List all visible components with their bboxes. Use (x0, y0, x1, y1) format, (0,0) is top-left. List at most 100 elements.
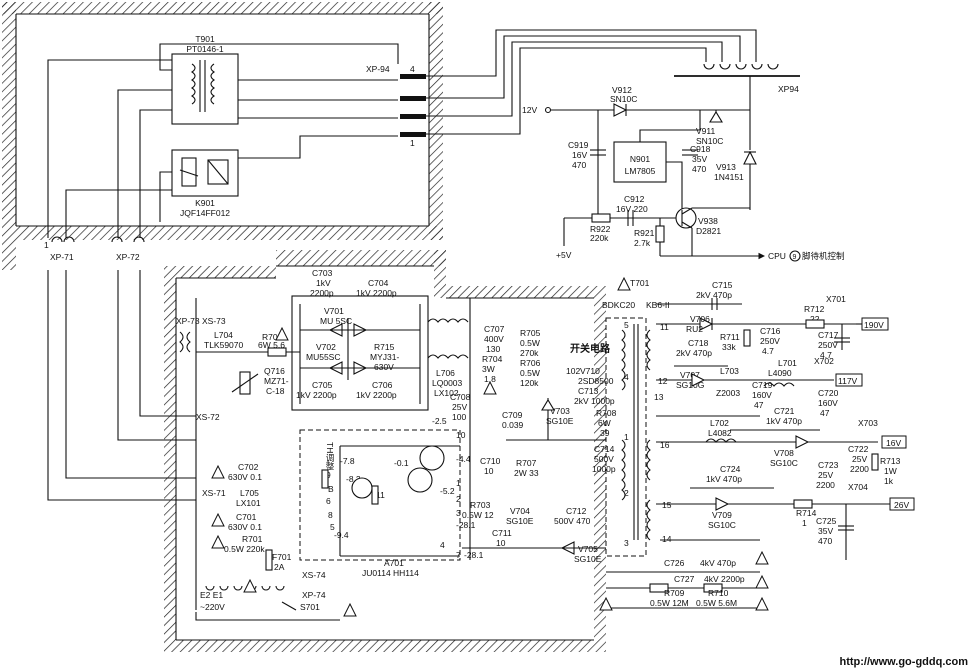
xp73-label: XP-73 (176, 316, 200, 326)
v702-part: MU55SC (306, 352, 340, 362)
r705-val: 270k (520, 348, 539, 358)
c703-volt: 1kV (316, 278, 331, 288)
l703-part: Z2003 (716, 388, 740, 398)
c716-volt: 250V (760, 336, 780, 346)
r714-ref: R714 (796, 508, 817, 518)
ic-volt-1: -2.5 (432, 416, 447, 426)
t701-part2: KB6-II (646, 300, 670, 310)
r712-val: 22 (810, 314, 820, 324)
x704-label: X704 (848, 482, 868, 492)
r704-val: 1.8 (484, 374, 496, 384)
r706-val: 120k (520, 378, 539, 388)
sec-pin-13: 13 (654, 392, 664, 402)
v938-ref: V938 (698, 216, 718, 226)
warning-icon (343, 602, 357, 617)
warning-icon (211, 464, 225, 479)
c722-volt: 25V (852, 454, 867, 464)
secondary-circuit: T701 BDKC20 KB6-II 5 4 1 2 3 11 13 12 16… (602, 278, 915, 609)
r708-val: 39 (600, 428, 610, 438)
xp94-label: XP-94 (366, 64, 390, 74)
c701-val: 630V 0.1 (228, 522, 262, 532)
x701-label: X701 (826, 294, 846, 304)
upper-wiring: XP-94 4 1 1 XP-71 XP-72 (44, 29, 757, 262)
out-190v: 190V (864, 320, 884, 330)
v709-part: SG10C (708, 520, 736, 530)
r713-ref: R713 (880, 456, 901, 466)
c727-ref: C727 (674, 574, 695, 584)
sec-pin-15: 15 (662, 500, 672, 510)
ic-pin-5: 5 (330, 522, 335, 532)
v710-part: 2SD8500 (578, 376, 614, 386)
c918-ref: C918 (690, 144, 711, 154)
c912-ref: C912 (624, 194, 645, 204)
c717-val: 4.7 (820, 350, 832, 360)
a701-dashed-box (299, 429, 461, 561)
c703-val: 2200p (310, 288, 334, 298)
r710-val: 0.5W 5.6M (696, 598, 737, 608)
c912-val: 16V 220 (616, 204, 648, 214)
l703-ref: L703 (720, 366, 739, 376)
ic-volt-4: -7.8 (340, 456, 355, 466)
x703-label: X703 (858, 418, 878, 428)
c708-val: 100 (452, 412, 466, 422)
t701-part1: BDKC20 (602, 300, 635, 310)
e2e1-label: E2 E1 (200, 590, 223, 600)
v704-ref: V704 (510, 506, 530, 516)
c719-ref: C719 (752, 380, 773, 390)
xp94-right-label: XP94 (778, 84, 799, 94)
c710-val: 10 (484, 466, 494, 476)
c714-val: 1000p (592, 464, 616, 474)
c717-ref: C717 (818, 330, 839, 340)
ic-pin-2: 2 (456, 494, 461, 504)
r711-val: 33k (722, 342, 736, 352)
out-26v: 26V (894, 500, 909, 510)
standby-circuit: XP94 12V V912 SN10C C919 16V 470 N901 LM… (522, 63, 845, 262)
c705-ref: C705 (312, 380, 333, 390)
c705-val: 1kV 2200p (296, 390, 337, 400)
t701-pin1: 1 (624, 432, 629, 442)
v938-transistor (675, 207, 697, 229)
c719-volt: 160V (752, 390, 772, 400)
v912-part: SN10C (610, 94, 637, 104)
supply-12v: 12V (522, 105, 537, 115)
r715-part: MYJ31- (370, 352, 399, 362)
sec-pin-11: 11 (660, 322, 669, 332)
ic-volt-7: -5.2 (440, 486, 455, 496)
plus-5v: +5V (556, 250, 572, 260)
ac-220v: ~220V (200, 602, 225, 612)
c707-ref: C707 (484, 324, 505, 334)
c702-ref: C702 (238, 462, 259, 472)
relay-k901: K901 JQF14FF012 (171, 149, 239, 218)
c724-ref: C724 (720, 464, 741, 474)
r705-ref: R705 (520, 328, 541, 338)
l706-ref: L706 (436, 368, 455, 378)
v705-ref: V705 (578, 544, 598, 554)
c714-ref: C714 (594, 444, 615, 454)
transformer-t901: T901 PT0146-1 (171, 34, 239, 125)
a701-ref: A701 (384, 558, 404, 568)
pin-one-left: 1 (44, 240, 49, 250)
c918-val: 470 (692, 164, 706, 174)
c718-val: 2kV 470p (676, 348, 712, 358)
v708-part: SG10C (770, 458, 798, 468)
r710-ref: R710 (708, 588, 729, 598)
f701-val: 2A (274, 562, 285, 572)
c717-volt: 250V (818, 340, 838, 350)
c720-val: 47 (820, 408, 830, 418)
warning-icon (211, 534, 225, 549)
sec-pin-16: 16 (660, 440, 670, 450)
xs74-label: XS-74 (302, 570, 326, 580)
c919-volt: 16V (572, 150, 587, 160)
warning-icon (483, 380, 497, 395)
r714-val: 1 (802, 518, 807, 528)
r922-ref: R922 (590, 224, 611, 234)
c713-val: 2kV 1000p (574, 396, 615, 406)
c725-ref: C725 (816, 516, 837, 526)
ic-pin-4: 4 (440, 540, 445, 550)
upper-enclosure (2, 2, 443, 270)
c707-val: 130 (486, 344, 500, 354)
ic-volt-3: -4.4 (456, 454, 471, 464)
ic-pin-b: B (328, 484, 334, 494)
